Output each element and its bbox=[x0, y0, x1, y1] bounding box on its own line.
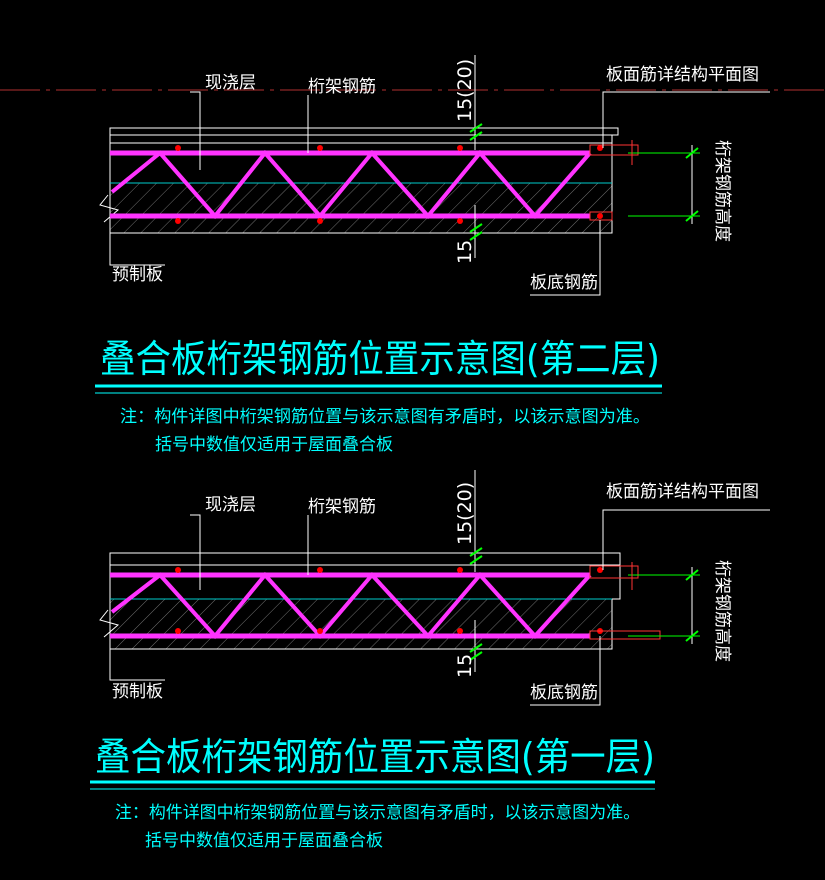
label-truss-height: 桁架钢筋高度 bbox=[712, 560, 732, 662]
cast-layer-zone bbox=[109, 134, 613, 184]
note-line-2: 括号中数值仅适用于屋面叠合板 bbox=[145, 831, 383, 851]
label-precast-slab: 预制板 bbox=[112, 682, 163, 702]
note-line-1: 注：构件详图中桁架钢筋位置与该示意图有矛盾时，以该示意图为准。 bbox=[120, 407, 650, 427]
precast-slab-hatch bbox=[109, 598, 613, 650]
label-bottom-dim: 15 bbox=[454, 654, 476, 678]
leader-top-ref bbox=[602, 509, 770, 570]
diagram-title: 叠合板桁架钢筋位置示意图(第一层) bbox=[95, 735, 655, 779]
label-top-dim: 15(20) bbox=[454, 482, 476, 545]
label-truss-rebar: 桁架钢筋 bbox=[308, 497, 376, 517]
label-bottom-rebar: 板底钢筋 bbox=[530, 273, 598, 293]
leader-cast-layer bbox=[190, 514, 201, 590]
label-truss-rebar: 桁架钢筋 bbox=[308, 77, 376, 97]
truss-web bbox=[110, 571, 592, 640]
label-bottom-dim: 15 bbox=[454, 240, 476, 264]
dim-ticks bbox=[469, 547, 483, 661]
label-cast-layer: 现浇层 bbox=[205, 73, 256, 93]
note-line-2: 括号中数值仅适用于屋面叠合板 bbox=[155, 435, 393, 455]
precast-slab-hatch bbox=[109, 182, 613, 234]
leader-precast bbox=[109, 233, 165, 266]
rebar-dots bbox=[175, 567, 603, 634]
leader-cast-layer bbox=[190, 91, 201, 170]
label-top-dim: 15(20) bbox=[454, 59, 476, 122]
label-cast-layer: 现浇层 bbox=[205, 495, 256, 515]
leader-bottom-rebar bbox=[530, 220, 601, 296]
rebar-dots bbox=[175, 145, 603, 224]
dim-ticks-top bbox=[469, 123, 483, 241]
diagram-title: 叠合板桁架钢筋位置示意图(第二层) bbox=[100, 337, 660, 381]
leader-bottom-rebar bbox=[530, 636, 601, 706]
diagram-layer-1: 现浇层 桁架钢筋 15(20) 板面筋详结构平面图 桁架钢筋高度 预制板 15 … bbox=[90, 470, 770, 851]
label-top-rebar-ref: 板面筋详结构平面图 bbox=[606, 65, 759, 85]
truss-web bbox=[110, 149, 592, 220]
label-top-rebar-ref: 板面筋详结构平面图 bbox=[606, 482, 759, 502]
leader-top-ref bbox=[602, 91, 770, 148]
note-line-1: 注：构件详图中桁架钢筋位置与该示意图有矛盾时，以该示意图为准。 bbox=[115, 803, 640, 823]
label-bottom-rebar: 板底钢筋 bbox=[530, 683, 598, 703]
leader-precast bbox=[109, 649, 165, 681]
break-mark bbox=[99, 609, 120, 638]
label-precast-slab: 预制板 bbox=[112, 265, 163, 285]
diagram-layer-2: 现浇层 桁架钢筋 15(20) 板面筋详结构平面图 桁架钢筋高度 预制板 15 … bbox=[95, 55, 770, 455]
label-truss-height: 桁架钢筋高度 bbox=[712, 140, 732, 242]
